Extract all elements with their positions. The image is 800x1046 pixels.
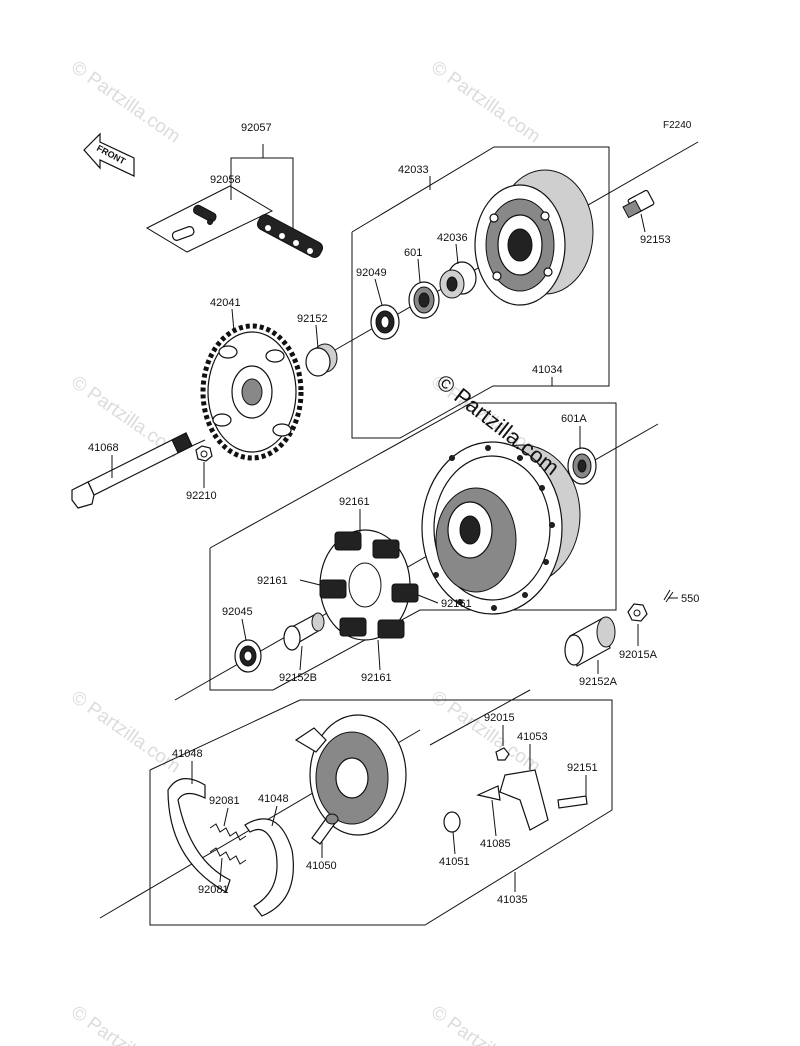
part-label: 41035: [497, 894, 528, 906]
part-label: 42041: [210, 297, 241, 309]
front-arrow-icon: FRONT: [83, 132, 135, 177]
part-label: 92161: [441, 598, 472, 610]
part-label: 92081: [198, 884, 229, 896]
part-label: 601: [404, 247, 422, 259]
part-label: 41085: [480, 838, 511, 850]
collar-icon: [305, 343, 338, 377]
part-label: 92161: [339, 496, 370, 508]
bearing-icon: [567, 447, 597, 485]
part-label: 42036: [437, 232, 468, 244]
part-label: 92151: [567, 762, 598, 774]
oil-seal-icon: [234, 639, 262, 673]
part-label: 92152: [297, 313, 328, 325]
part-label: 92045: [222, 606, 253, 618]
watermark: © Partzilla.com: [67, 1002, 184, 1046]
watermark: © Partzilla.com: [427, 1002, 544, 1046]
nut-icon: [627, 603, 648, 622]
part-label: 92015: [484, 712, 515, 724]
bearing-icon: [408, 281, 440, 319]
part-label: 92153: [640, 234, 671, 246]
spring-icon: [209, 823, 247, 865]
part-label: 41048: [172, 748, 203, 760]
brake-shoe-icon: [167, 778, 294, 917]
cotter-pin-icon: [663, 589, 674, 603]
part-label: 601A: [561, 413, 587, 425]
collar-icon: [283, 612, 325, 651]
collar-icon: [564, 616, 616, 667]
axle-icon: [71, 432, 193, 509]
part-label: 41034: [532, 364, 563, 376]
part-label: 41068: [88, 442, 119, 454]
part-label: 92152B: [279, 672, 317, 684]
leader-lines: [111, 176, 678, 892]
part-label: 92210: [186, 490, 217, 502]
wheel-icon: [421, 441, 581, 615]
part-label: 92057: [241, 122, 272, 134]
chain-link-icon: [171, 204, 324, 258]
oil-seal-icon: [370, 304, 400, 340]
watermark: © Partzilla.com: [67, 57, 184, 148]
part-label: 41053: [517, 731, 548, 743]
part-label: 92161: [257, 575, 288, 587]
sprocket-icon: [200, 323, 304, 461]
part-label: 550: [681, 593, 699, 605]
nut-icon: [195, 445, 213, 462]
part-label: 92058: [210, 174, 241, 186]
brake-lever-icon: [443, 747, 588, 833]
figure-code: F2240: [663, 120, 692, 131]
part-label: 41051: [439, 856, 470, 868]
bolt-icon: [622, 189, 655, 219]
watermark: © Partzilla.com: [427, 57, 544, 148]
part-label: 92081: [209, 795, 240, 807]
part-label: 41050: [306, 860, 337, 872]
part-label: 92152A: [579, 676, 618, 688]
part-label: 92161: [361, 672, 392, 684]
part-labels: 92057 92058 42033 42036 601 92049 92152 …: [88, 122, 699, 906]
brake-panel-icon: [294, 714, 407, 836]
part-label: 41048: [258, 793, 289, 805]
collar-icon: [439, 261, 477, 299]
rear-hub-icon: [474, 169, 594, 306]
part-label: 42033: [398, 164, 429, 176]
watermark: © Partzilla.com: [67, 687, 184, 778]
part-label: 92015A: [619, 649, 658, 661]
part-label: 92049: [356, 267, 387, 279]
damper-icon: [319, 529, 419, 641]
camshaft-icon: [311, 813, 339, 845]
